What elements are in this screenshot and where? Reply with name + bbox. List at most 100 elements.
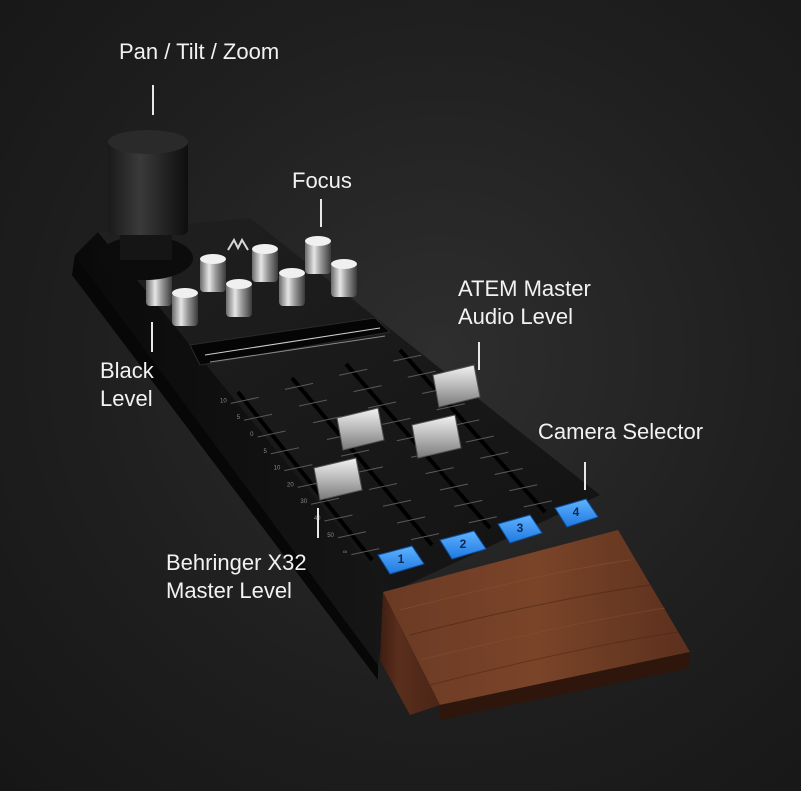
body-left-side <box>75 232 392 665</box>
fader-tick <box>353 385 382 393</box>
fader-tick <box>324 514 353 522</box>
fader-scale-label: 20 <box>287 482 294 488</box>
fader-slot <box>290 376 434 547</box>
device-body <box>72 218 600 680</box>
fader-tick <box>454 499 483 507</box>
fader-slot <box>398 348 547 514</box>
fader-tick <box>410 533 440 541</box>
knob[interactable] <box>331 259 357 297</box>
fader-tick <box>243 413 273 421</box>
camera-selector-label: Camera Selector <box>538 419 704 444</box>
fader-tick <box>337 531 367 539</box>
fader-tick <box>312 416 342 424</box>
camera-selector-leader <box>584 462 586 490</box>
camera-button-3[interactable]: 3 <box>497 514 543 544</box>
knob[interactable] <box>226 279 252 317</box>
pan-tilt-zoom-leader <box>152 85 154 115</box>
fader-scale-label: 5 <box>264 449 268 455</box>
fader-slots: 105051020304050∞ <box>220 348 552 562</box>
fader-scale-label: ∞ <box>343 550 347 556</box>
wood-palm-rest <box>380 530 690 720</box>
fader-tick <box>393 354 422 362</box>
camera-button-2[interactable]: 2 <box>439 530 487 560</box>
fader-tick <box>439 483 469 491</box>
m-logo-icon <box>227 237 249 251</box>
joystick-grip[interactable] <box>108 140 188 235</box>
fader-scale-label: 50 <box>327 533 334 539</box>
black-level-label: Black Level <box>100 357 154 413</box>
body-top-deck <box>98 218 600 592</box>
knobs <box>146 236 357 326</box>
fader-tick <box>382 417 411 425</box>
atem-label-line-1: ATEM Master <box>458 276 591 301</box>
knob[interactable] <box>279 268 305 306</box>
wood-grain <box>429 631 679 686</box>
fader-slot <box>236 390 374 562</box>
camera-button-label: 1 <box>398 552 405 566</box>
joystick-top <box>108 130 188 154</box>
fader-cap-3[interactable] <box>411 414 462 459</box>
fader-tick <box>509 484 538 492</box>
wood-grain <box>419 607 666 661</box>
fader-tick <box>396 516 426 524</box>
fader-caps <box>313 364 481 501</box>
fader-tick <box>368 483 398 491</box>
focus-leader <box>320 199 322 227</box>
knob[interactable] <box>200 254 226 292</box>
wood-side <box>380 592 440 715</box>
wood-grain <box>399 559 631 611</box>
fader-tick <box>298 399 328 407</box>
fader-tick <box>425 467 454 475</box>
display-line <box>204 327 381 356</box>
fader-tick <box>230 396 259 404</box>
fader-tick <box>480 451 509 459</box>
camera-button-label: 2 <box>460 537 467 551</box>
camera-button-label: 4 <box>573 505 580 519</box>
wood-bottom <box>440 652 690 720</box>
fader-cap-behringer[interactable] <box>313 457 363 501</box>
black-level-leader <box>151 322 153 352</box>
fader-tick <box>468 516 497 524</box>
pan-tilt-zoom-label: Pan / Tilt / Zoom <box>119 39 280 64</box>
fader-tick <box>465 435 494 443</box>
camera-buttons: 1 2 3 4 <box>377 498 599 575</box>
focus-knob[interactable] <box>305 236 331 274</box>
fader-cap-atem[interactable] <box>432 364 481 408</box>
fader-tick <box>284 464 313 472</box>
camera-button-1[interactable]: 1 <box>377 545 425 575</box>
fader-tick <box>310 497 340 505</box>
fader-tick <box>436 403 465 411</box>
black-level-line-2: Level <box>100 386 153 411</box>
fader-cap-2[interactable] <box>336 407 385 451</box>
atem-master-audio-leader <box>478 342 480 370</box>
wood-top <box>383 530 690 705</box>
fader-tick <box>523 500 552 508</box>
joystick[interactable] <box>97 130 193 280</box>
behringer-label-line-2: Master Level <box>166 578 292 603</box>
fader-tick <box>354 466 384 474</box>
fader-tick <box>284 382 314 390</box>
focus-label: Focus <box>292 168 352 193</box>
black-level-line-1: Black <box>100 358 154 383</box>
fader-scale-label: 0 <box>250 432 254 438</box>
fader-scale-label: 5 <box>237 415 241 421</box>
fader-scale-label: 30 <box>300 499 307 505</box>
fader-tick <box>367 401 397 409</box>
behringer-master-label: Behringer X32 Master Level <box>166 549 307 605</box>
fader-scale-label: 10 <box>220 398 227 404</box>
fader-tick <box>351 548 380 556</box>
knob[interactable] <box>172 288 198 326</box>
camera-button-4[interactable]: 4 <box>554 498 599 528</box>
camera-button-label: 3 <box>517 521 524 535</box>
fader-tick <box>339 368 368 376</box>
atem-master-audio-label: ATEM Master Audio Level <box>458 275 591 331</box>
fader-tick <box>270 447 300 455</box>
fader-tick <box>407 370 436 378</box>
fader-tick <box>494 468 523 475</box>
knob[interactable] <box>252 244 278 282</box>
fader-scale-label: 10 <box>274 466 281 472</box>
wood-grain <box>409 584 651 636</box>
fader-tick <box>340 449 370 457</box>
fader-tick <box>382 499 412 507</box>
